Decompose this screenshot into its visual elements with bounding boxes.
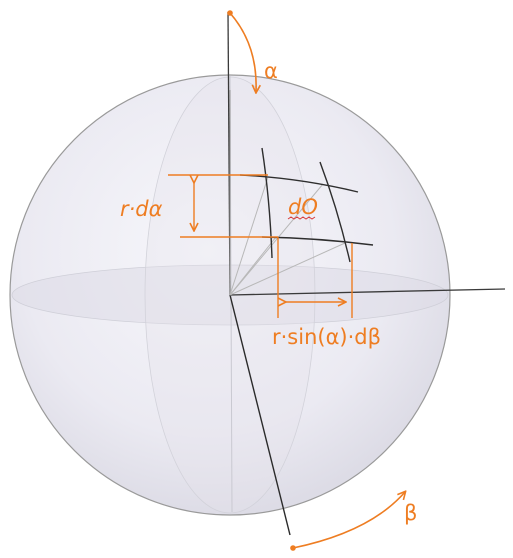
alpha-arrow — [227, 10, 256, 92]
alpha-label: α — [264, 59, 278, 83]
surface-element-patch — [239, 147, 374, 263]
radial-lines — [229, 176, 346, 296]
r-d-alpha-label: r·dα — [120, 197, 163, 221]
radial-line — [229, 242, 346, 296]
radial-line — [229, 183, 324, 296]
beta-label: β — [404, 501, 417, 525]
radial-line — [229, 236, 277, 296]
horizontal-axis — [229, 288, 506, 296]
r-sin-alpha-d-beta-dimension — [277, 237, 353, 318]
beta-arc — [292, 492, 405, 549]
patch-right-edge — [319, 161, 351, 263]
r-d-alpha-dimension — [168, 174, 278, 238]
patch-top-edge — [239, 174, 359, 193]
diagonal-axis — [229, 294, 291, 536]
d-o-spellcheck-underline — [287, 216, 316, 220]
patch-left-edge — [261, 147, 273, 259]
radial-line — [229, 176, 269, 296]
axes — [227, 11, 506, 536]
r-sin-alpha-d-beta-label: r·sin(α)·dβ — [272, 325, 381, 349]
d-o-label: dO — [288, 195, 318, 219]
beta-arrow — [290, 492, 405, 551]
alpha-arc — [229, 12, 256, 92]
